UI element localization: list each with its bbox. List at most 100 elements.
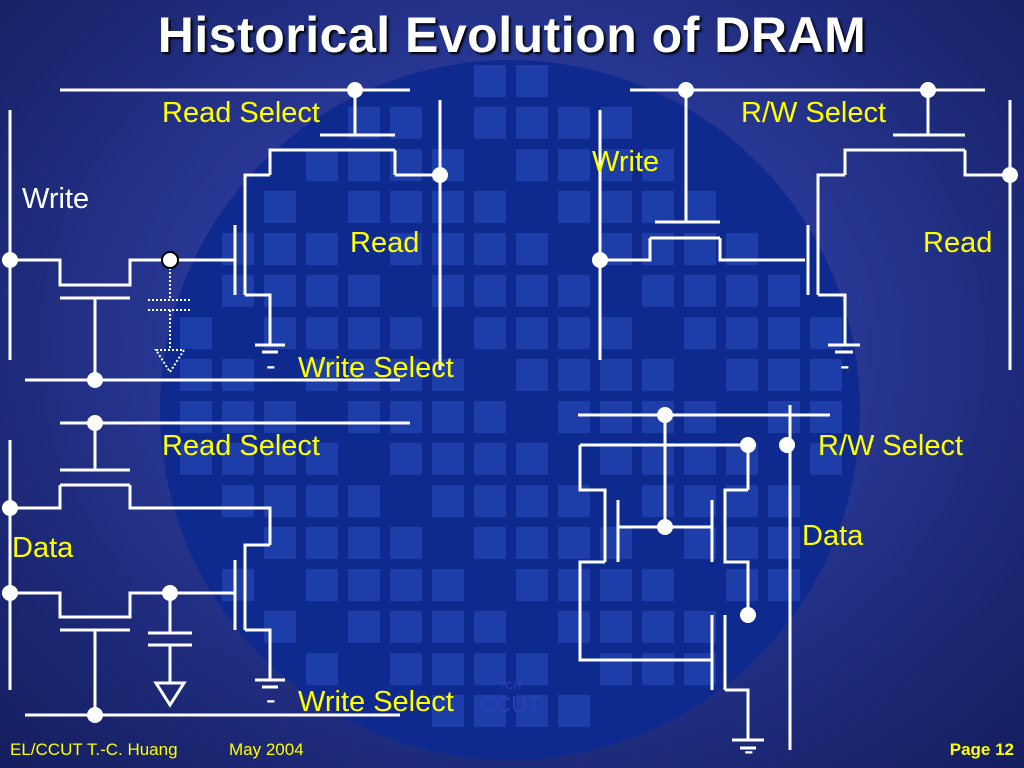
wafer-die [390, 443, 422, 475]
wafer-die [600, 317, 632, 349]
wafer-die [684, 401, 716, 433]
wafer-die [600, 653, 632, 685]
wafer-die [810, 359, 842, 391]
wafer-die [516, 653, 548, 685]
wafer-die [306, 317, 338, 349]
wafer-die [642, 359, 674, 391]
wafer-die [306, 359, 338, 391]
c2-read-label: Read [923, 227, 993, 259]
wafer-die [348, 485, 380, 517]
wafer-die [642, 653, 674, 685]
wafer-die [600, 107, 632, 139]
wafer-die [558, 401, 590, 433]
wafer-die [348, 611, 380, 643]
wafer-die [642, 149, 674, 181]
wafer-die [222, 443, 254, 475]
wafer-die [642, 275, 674, 307]
wafer-die [516, 359, 548, 391]
circuit-1t [578, 405, 830, 750]
wafer-die [768, 527, 800, 559]
wafer-die [516, 233, 548, 265]
wafer-die [474, 401, 506, 433]
wafer-die [432, 611, 464, 643]
wafer-die [222, 569, 254, 601]
wafer-die [558, 107, 590, 139]
wafer-die [390, 401, 422, 433]
wafer-die [264, 401, 296, 433]
wafer-die [348, 569, 380, 601]
wafer-die [768, 485, 800, 517]
wafer-die [348, 149, 380, 181]
wafer-die [180, 359, 212, 391]
wafer-die [348, 527, 380, 559]
wafer-die [390, 611, 422, 643]
wafer-die [306, 527, 338, 559]
wafer-die [516, 695, 548, 727]
wafer-die [390, 359, 422, 391]
wafer-die [558, 191, 590, 223]
wafer-die [432, 485, 464, 517]
wafer-die [390, 569, 422, 601]
wafer-die [642, 569, 674, 601]
wafer-die [474, 485, 506, 517]
wafer-die [432, 653, 464, 685]
wafer-die [222, 275, 254, 307]
c2-ground-minus: - [840, 350, 850, 382]
wafer-die [516, 443, 548, 475]
wafer-die [180, 401, 212, 433]
wafer-die [348, 401, 380, 433]
wafer-die [726, 317, 758, 349]
c1-ground-minus: - [266, 350, 276, 382]
wafer-die [768, 317, 800, 349]
wafer-die [222, 359, 254, 391]
wafer-die [474, 527, 506, 559]
wafer-die [432, 401, 464, 433]
wafer-die [306, 443, 338, 475]
wafer-die [474, 611, 506, 643]
c1-write-select-label: Write Select [298, 352, 454, 384]
c3-data-label: Data [12, 532, 74, 564]
node-dots [2, 82, 1018, 723]
wafer-die [600, 611, 632, 643]
wafer-die [348, 191, 380, 223]
wafer-die [306, 275, 338, 307]
wafer-die [600, 191, 632, 223]
footer-date: May 2004 [229, 740, 304, 759]
wafer-die [558, 611, 590, 643]
footer-page-number: Page 12 [949, 740, 1014, 759]
wafer-die [684, 317, 716, 349]
c3-read-select-label: Read Select [162, 430, 320, 462]
wafer-die [558, 695, 590, 727]
wafer-die [432, 191, 464, 223]
wafer-die [642, 191, 674, 223]
wafer-die [810, 443, 842, 475]
wafer-die [558, 359, 590, 391]
wafer-die [768, 569, 800, 601]
wafer-die [390, 233, 422, 265]
wafer-die [474, 695, 506, 727]
wafer-die [222, 401, 254, 433]
wafer-die [222, 485, 254, 517]
wafer-die [306, 485, 338, 517]
wafer-die [180, 317, 212, 349]
logo-bottom-text: CCUT [479, 692, 541, 717]
wafer-die [600, 569, 632, 601]
wafer-die [810, 401, 842, 433]
wafer-die [474, 653, 506, 685]
wafer-die [432, 443, 464, 475]
wafer-die [600, 359, 632, 391]
wafer-die [264, 443, 296, 475]
wafer-die [432, 275, 464, 307]
wafer-die [726, 569, 758, 601]
wafer-die [516, 569, 548, 601]
circuit-3t-capacitor [8, 421, 410, 717]
wafer-die [390, 107, 422, 139]
c1-read-select-label: Read Select [162, 97, 320, 129]
wafer-die [516, 485, 548, 517]
wafer-die [726, 275, 758, 307]
wafer-die [558, 275, 590, 307]
wafer-die [516, 317, 548, 349]
wafer-die [390, 653, 422, 685]
c3-ground-minus: - [266, 684, 276, 716]
